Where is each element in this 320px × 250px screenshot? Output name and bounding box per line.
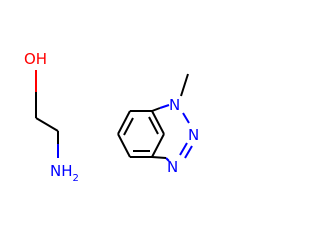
bond-c7-c6 xyxy=(117,110,131,135)
amine-subscript: 2 xyxy=(73,173,79,184)
double-bond-c7-c6-inner xyxy=(123,117,134,136)
double-bond-c3a-c7a-inner xyxy=(148,116,159,135)
methylbenzotriazole-structure: N N N xyxy=(117,73,199,176)
bond-n3-c3a-black xyxy=(151,156,167,159)
amine-label: NH2 xyxy=(50,162,79,184)
bond-c7a-n1-blue xyxy=(159,104,170,109)
bond-c7a-n1-black xyxy=(151,107,161,112)
bond-c3a-c7a xyxy=(151,110,165,135)
double-bond-n2-n3-a xyxy=(179,142,188,156)
n2-label: N xyxy=(188,126,199,144)
molecule-canvas: OH NH2 N N N xyxy=(24,50,199,184)
bond-c6-c5 xyxy=(117,133,131,158)
hydroxyl-label: OH xyxy=(24,50,47,68)
bond-c1-c2 xyxy=(35,117,59,132)
ethanolamine-structure: OH NH2 xyxy=(24,50,79,184)
amine-main-label: NH xyxy=(50,162,73,180)
n1-label: N xyxy=(169,96,180,114)
double-bond-n2-n3-b xyxy=(184,145,193,159)
bond-n3-c3a-blue xyxy=(165,157,170,162)
bond-c4-c3a xyxy=(151,133,165,158)
bond-n1-methyl xyxy=(180,73,189,97)
bond-n1-n2 xyxy=(182,112,190,124)
n3-label: N xyxy=(167,158,178,176)
